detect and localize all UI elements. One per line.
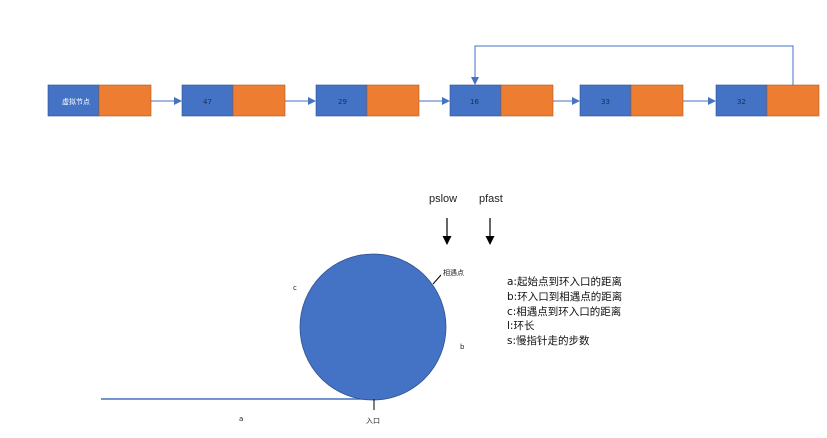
list-node-29: 29	[315, 84, 420, 117]
node-label-29: 29	[338, 98, 347, 106]
node-label-16: 16	[470, 98, 479, 106]
label-a: a	[239, 415, 243, 423]
legend-item-a: a:起始点到环入口的距离	[507, 276, 622, 288]
cycle-arrow	[471, 45, 794, 85]
legend-item-b: b:环入口到相遇点的距离	[507, 290, 623, 303]
entrance-label: 入口	[366, 417, 380, 425]
meet-point-tick	[432, 274, 442, 285]
legend-list: a:起始点到环入口的距离 b:环入口到相遇点的距离 c:相遇点到环入口的距离 l…	[507, 275, 622, 349]
pslow-label: pslow	[429, 193, 457, 205]
label-c: c	[293, 284, 297, 292]
ring-circle	[299, 253, 447, 401]
legend-item-c: c:相遇点到环入口的距离	[507, 305, 622, 318]
legend-item-s: s:慢指针走的步数	[507, 335, 590, 348]
list-node-dummy: 虚拟节点	[47, 84, 152, 117]
label-b: b	[460, 343, 465, 351]
list-node-47: 47	[181, 84, 286, 117]
legend-item-l: l:环长	[507, 320, 535, 333]
list-node-16: 16	[449, 84, 554, 117]
pfast-label: pfast	[479, 193, 503, 205]
meet-point-label: 相遇点	[443, 268, 464, 277]
node-label-32: 32	[737, 98, 746, 106]
list-node-33: 33	[579, 84, 684, 117]
list-node-32: 32	[715, 84, 820, 117]
node-label-33: 33	[601, 98, 610, 106]
node-label-dummy: 虚拟节点	[62, 97, 90, 106]
node-label-47: 47	[203, 98, 212, 106]
